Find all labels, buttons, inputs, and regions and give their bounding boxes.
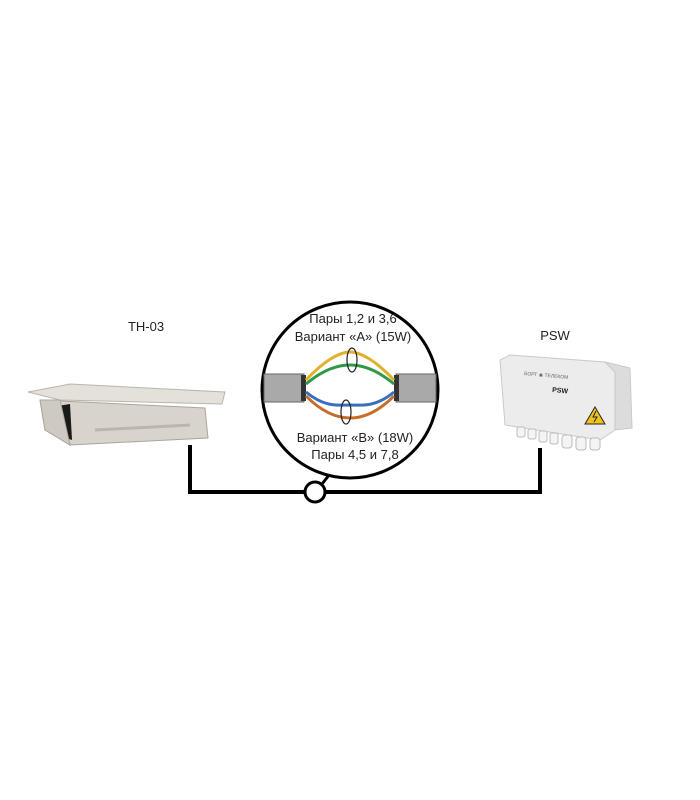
variant-b-pairs: Пары 4,5 и 7,8 <box>311 447 398 462</box>
ethernet-line <box>188 445 542 494</box>
variant-a-title: Вариант «A» (15W) <box>295 329 412 344</box>
cable-detail-callout: Пары 1,2 и 3,6 Вариант «A» (15W) Вариант… <box>260 300 440 480</box>
variant-a-pairs: Пары 1,2 и 3,6 <box>309 311 396 326</box>
cable-right <box>395 373 437 403</box>
brand-logo: БОРТ ◉ ТЕЛЕКОМ <box>524 371 569 381</box>
camera-housing-image <box>27 383 226 447</box>
pair-b-marker <box>340 399 352 425</box>
junction-circle <box>303 480 327 504</box>
pair-a-marker <box>346 347 358 373</box>
psw-box-label: PSW <box>552 387 569 395</box>
variant-b-title: Вариант «B» (18W) <box>297 430 414 445</box>
psw-box-image: БОРТ ◉ ТЕЛЕКОМ PSW <box>499 354 633 451</box>
psw-label: PSW <box>540 328 570 343</box>
yellow-pair <box>304 350 396 382</box>
high-voltage-warning-icon <box>584 406 606 425</box>
cable-left <box>263 373 305 403</box>
camera-label: TH-03 <box>128 319 164 334</box>
green-pair <box>305 363 395 386</box>
